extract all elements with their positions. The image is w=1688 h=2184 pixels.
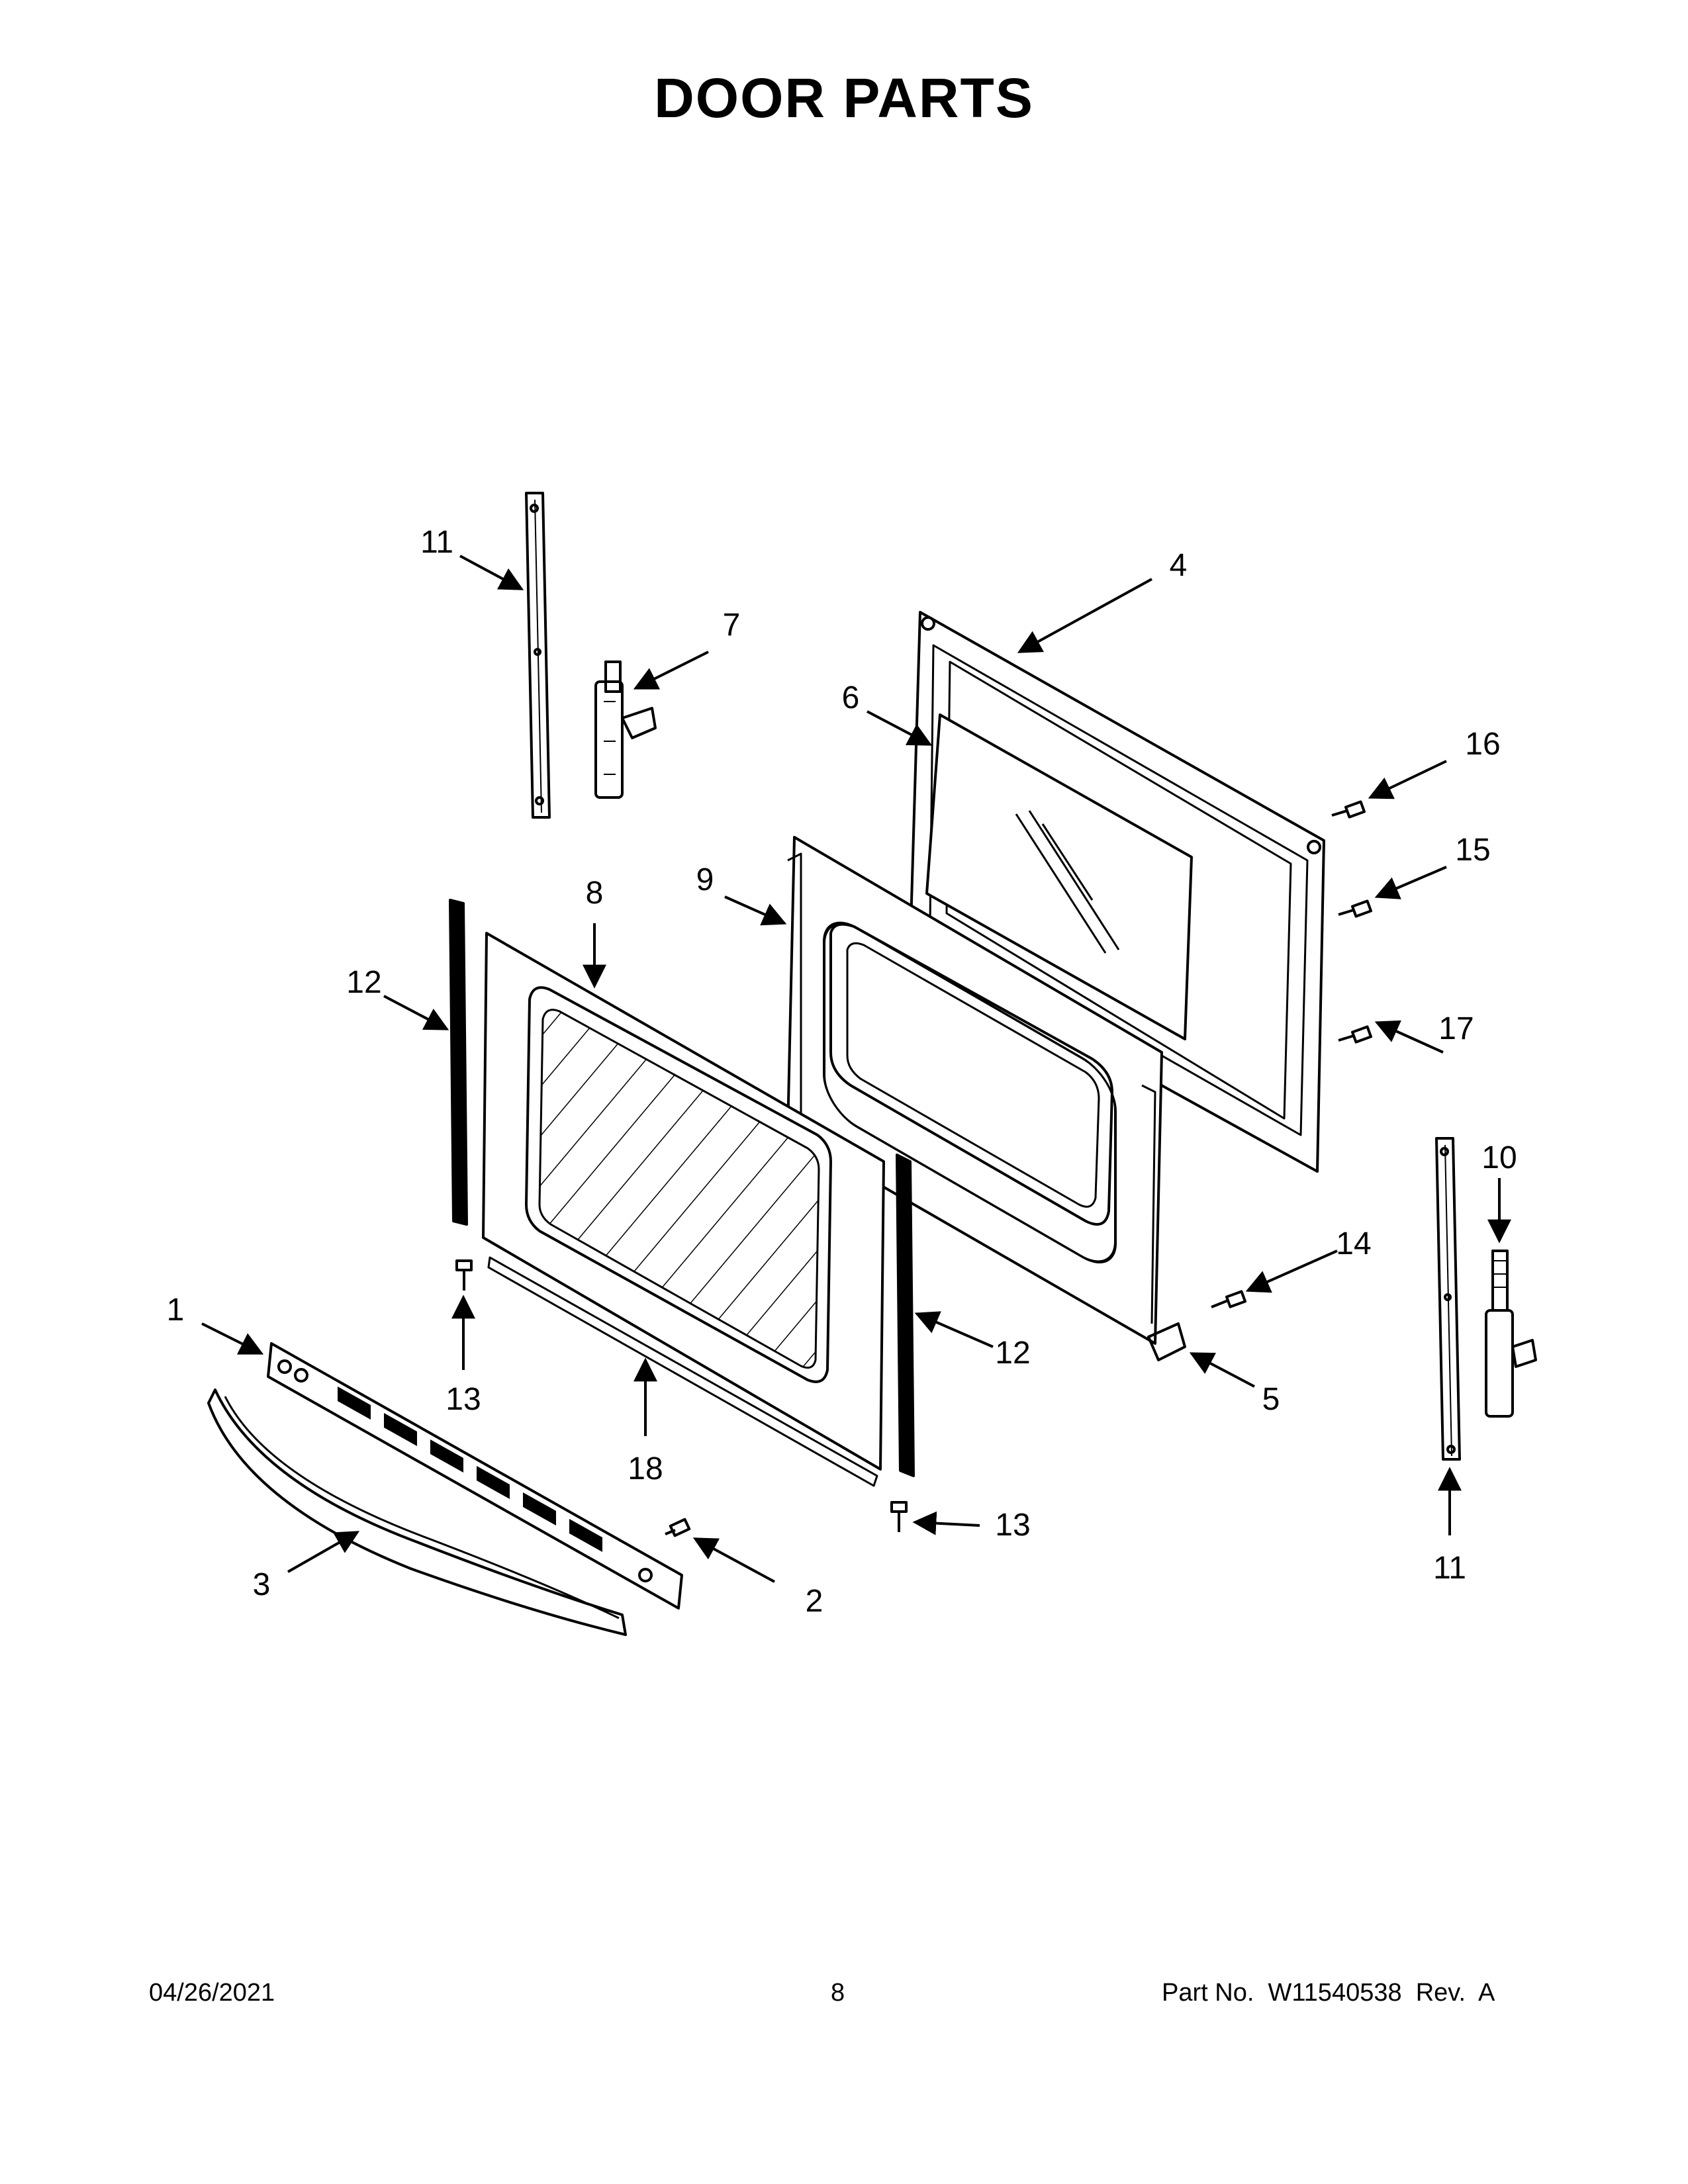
hinge-right xyxy=(1485,1250,1537,1418)
footer-date: 04/26/2021 xyxy=(149,1979,275,2007)
callout-12-left: 12 xyxy=(346,965,381,1000)
callout-10: 10 xyxy=(1481,1140,1517,1175)
side-trim-left xyxy=(449,899,468,1226)
callout-18: 18 xyxy=(628,1451,663,1486)
leader-3 xyxy=(287,1531,360,1573)
hinge-strip-right xyxy=(1435,1137,1461,1461)
callout-4: 4 xyxy=(1170,548,1188,583)
leader-7 xyxy=(633,651,709,690)
callout-2: 2 xyxy=(806,1584,823,1619)
leader-5 xyxy=(1189,1352,1255,1388)
leader-16 xyxy=(1368,760,1447,799)
leader-14 xyxy=(1245,1250,1338,1293)
callout-1: 1 xyxy=(167,1293,185,1328)
leader-11-left xyxy=(459,555,524,590)
screw-2 xyxy=(665,1518,691,1537)
screw-15 xyxy=(1338,899,1373,918)
callout-8: 8 xyxy=(586,876,604,911)
callout-6: 6 xyxy=(842,680,860,715)
callout-5: 5 xyxy=(1262,1382,1280,1417)
leader-2 xyxy=(692,1537,775,1583)
callout-12-right: 12 xyxy=(995,1336,1030,1371)
callout-7: 7 xyxy=(723,608,741,643)
door-vent-trim xyxy=(267,1342,683,1610)
leader-9 xyxy=(724,895,787,926)
screw-17 xyxy=(1338,1025,1373,1044)
leader-4 xyxy=(1017,578,1152,653)
leader-17 xyxy=(1374,1020,1444,1054)
leader-1 xyxy=(201,1322,264,1355)
door-frame xyxy=(786,836,1163,1345)
screw-left-13 xyxy=(455,1259,473,1291)
screw-14 xyxy=(1211,1290,1247,1308)
leader-13-right xyxy=(912,1511,980,1535)
callout-11-right: 11 xyxy=(1433,1551,1466,1586)
leader-15 xyxy=(1374,866,1447,899)
outer-door-panel xyxy=(482,932,885,1471)
hinge-left xyxy=(594,660,657,799)
screw-16 xyxy=(1331,800,1366,819)
page-title: DOOR PARTS xyxy=(654,67,1034,129)
hinge-bracket-5 xyxy=(1147,1322,1186,1361)
callout-15: 15 xyxy=(1455,833,1490,868)
callout-17: 17 xyxy=(1438,1011,1474,1046)
leader-12-left xyxy=(383,995,449,1030)
footer-part-number: Part No. W11540538 Rev. A xyxy=(1162,1979,1495,2007)
callout-9: 9 xyxy=(696,862,714,897)
inner-glass xyxy=(925,713,1193,1040)
callout-14: 14 xyxy=(1336,1226,1371,1261)
callout-11-left: 11 xyxy=(420,525,453,560)
side-trim-right xyxy=(896,1154,915,1477)
leader-6 xyxy=(867,710,933,746)
callout-13-left: 13 xyxy=(445,1382,481,1417)
hinge-strip-left xyxy=(525,492,551,819)
leader-12-right xyxy=(914,1311,994,1348)
callout-3: 3 xyxy=(253,1567,271,1602)
footer-page-number: 8 xyxy=(831,1979,845,2007)
callout-13-right: 13 xyxy=(995,1508,1030,1543)
screw-right-13 xyxy=(890,1501,908,1532)
callout-16: 16 xyxy=(1465,727,1500,762)
door-handle xyxy=(207,1388,627,1636)
door-bottom-trim xyxy=(487,1256,878,1487)
